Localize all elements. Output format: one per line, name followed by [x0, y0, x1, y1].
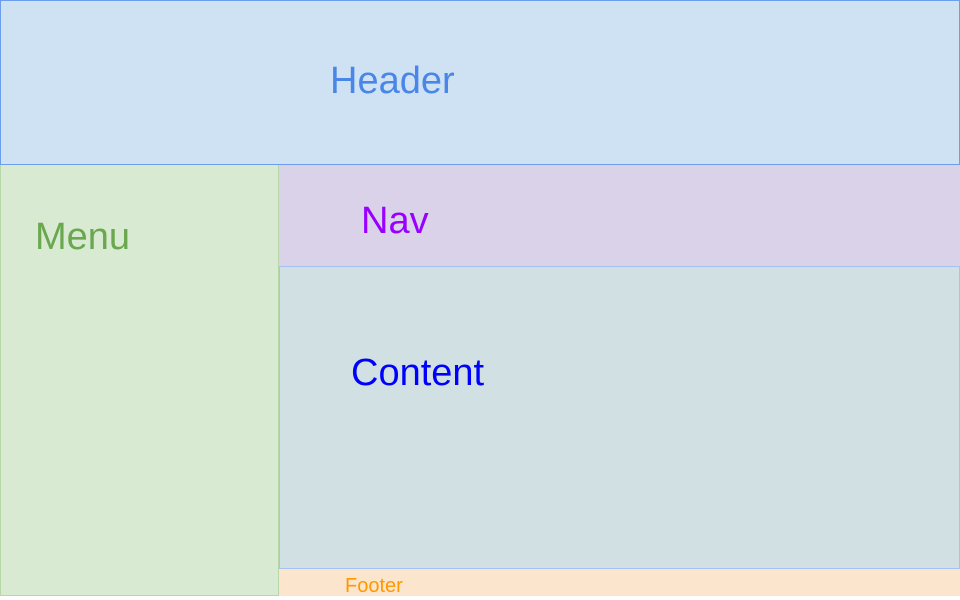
footer-label: Footer — [345, 575, 403, 597]
footer-region: Footer — [279, 568, 960, 596]
menu-region: Menu — [0, 165, 279, 596]
content-region: Content — [279, 267, 960, 568]
header-region: Header — [0, 0, 960, 165]
nav-label: Nav — [361, 200, 429, 242]
content-label: Content — [351, 352, 485, 394]
nav-region: Nav — [279, 165, 960, 267]
header-label: Header — [330, 60, 455, 102]
menu-label: Menu — [35, 216, 131, 258]
